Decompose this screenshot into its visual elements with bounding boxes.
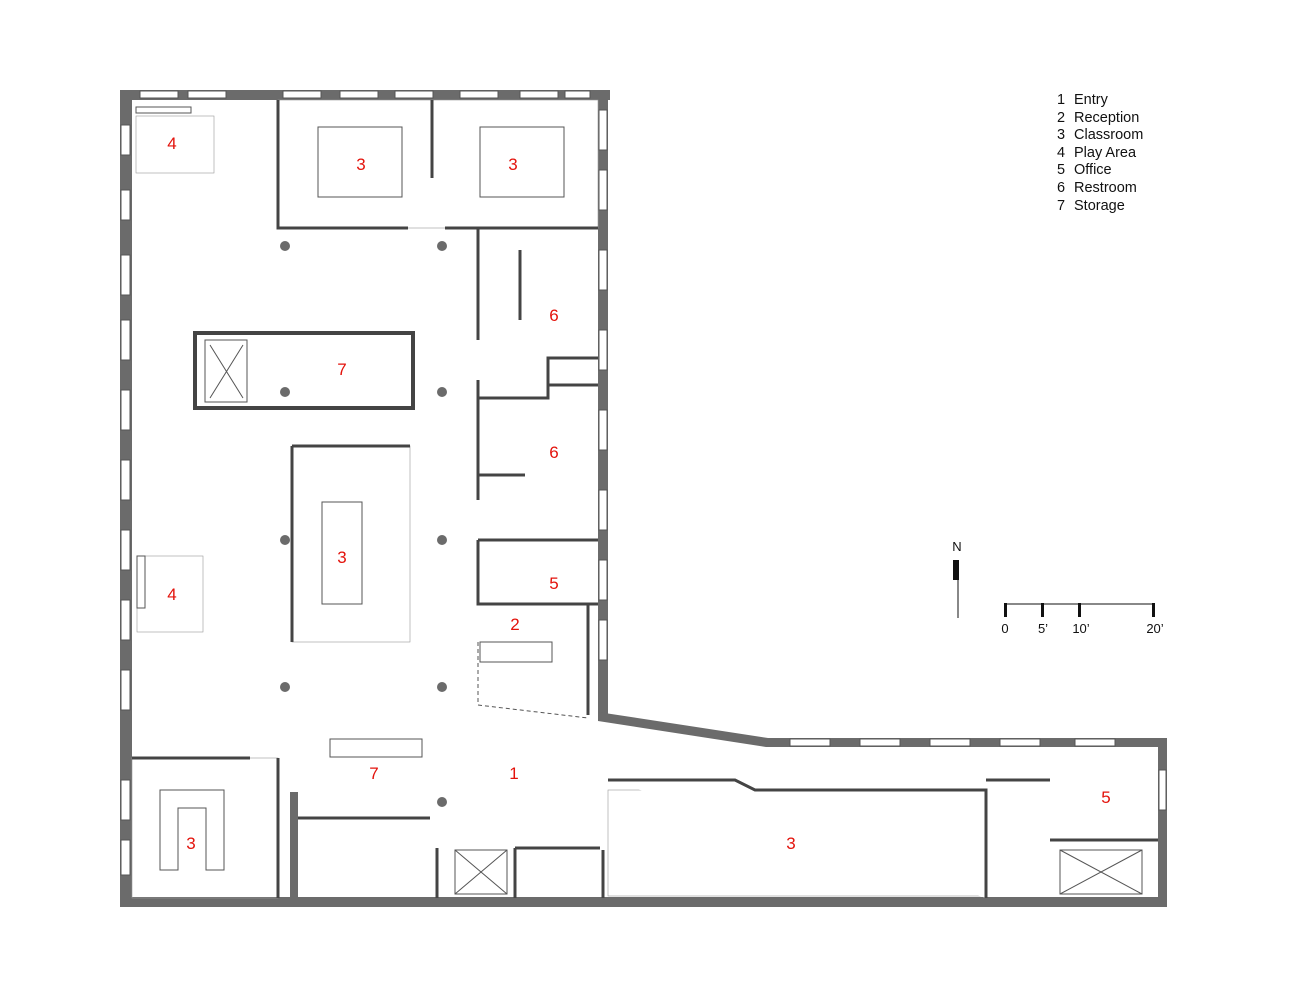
room-label-classroom: 3 — [786, 834, 795, 853]
classroom-north-rooms — [135, 99, 599, 230]
legend-num: 6 — [1057, 180, 1065, 196]
room-label-play-area: 4 — [167, 585, 176, 604]
classroom-southeast — [435, 778, 1158, 898]
reception-desk — [479, 641, 553, 663]
legend: 1 Entry 2 Reception 3 Classroom 4 Play A… — [1057, 92, 1143, 214]
room-label-classroom: 3 — [356, 155, 365, 174]
north-arrow-icon: N — [952, 539, 962, 618]
room-label-office: 5 — [549, 574, 558, 593]
room-label-restroom: 6 — [549, 306, 558, 325]
room-label-play-area: 4 — [167, 134, 176, 153]
scale-label: 20’ — [1146, 621, 1163, 636]
legend-num: 3 — [1057, 127, 1065, 143]
legend-num: 1 — [1057, 92, 1065, 108]
legend-num: 2 — [1057, 110, 1065, 126]
legend-label: Classroom — [1074, 127, 1143, 143]
room-label-storage: 7 — [369, 764, 378, 783]
room-label-storage: 7 — [337, 360, 346, 379]
classroom-southwest — [131, 738, 430, 899]
room-label-classroom: 3 — [186, 834, 195, 853]
storage-center — [193, 331, 415, 410]
room-label-reception: 2 — [510, 615, 519, 634]
scale-label: 5’ — [1038, 621, 1048, 636]
legend-num: 7 — [1057, 198, 1065, 214]
north-label: N — [952, 539, 961, 554]
legend-label: Storage — [1074, 198, 1125, 214]
legend-label: Restroom — [1074, 180, 1137, 196]
room-label-classroom: 3 — [337, 548, 346, 567]
columns — [280, 241, 447, 807]
windows — [120, 90, 1167, 876]
scale-label: 0 — [1001, 621, 1008, 636]
scale-bar: 0 5’ 10’ 20’ — [1001, 603, 1164, 636]
room-label-classroom: 3 — [508, 155, 517, 174]
scale-label: 10’ — [1072, 621, 1089, 636]
legend-num: 4 — [1057, 145, 1065, 161]
legend-label: Entry — [1074, 92, 1109, 108]
room-label-entry: 1 — [509, 764, 518, 783]
legend-label: Reception — [1074, 110, 1139, 126]
room-label-office: 5 — [1101, 788, 1110, 807]
room-label-restroom: 6 — [549, 443, 558, 462]
restroom-block — [476, 228, 598, 715]
room-labels: 4 3 3 6 7 6 3 4 5 2 1 7 3 3 5 — [167, 134, 1110, 853]
legend-num: 5 — [1057, 162, 1065, 178]
classroom-center — [136, 444, 411, 643]
legend-label: Office — [1074, 162, 1112, 178]
legend-label: Play Area — [1074, 145, 1137, 161]
